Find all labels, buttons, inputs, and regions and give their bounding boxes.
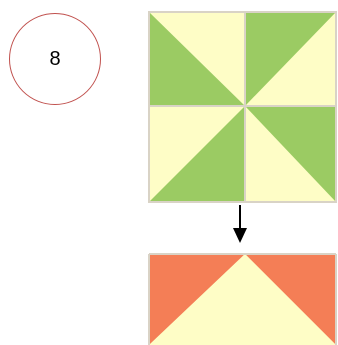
flying-geese-unit (148, 253, 337, 345)
step-number: 8 (49, 48, 61, 70)
step-number-circle: 8 (9, 13, 101, 105)
arrow-head (233, 228, 247, 243)
flying-geese-center-triangle (149, 254, 336, 345)
hst-top-left-green (149, 12, 245, 106)
hst-bottom-right (245, 106, 336, 202)
pinwheel-seams (148, 11, 337, 203)
hst-top-right (245, 12, 336, 106)
hst-top-left (149, 12, 245, 106)
down-arrow-icon (233, 205, 247, 243)
flying-geese-seams (148, 253, 337, 345)
hst-bottom-left (149, 106, 245, 202)
hst-bottom-right-green (245, 106, 336, 202)
pinwheel-block (148, 11, 337, 203)
hst-bottom-left-green (149, 106, 245, 202)
hst-top-right-green (245, 12, 336, 106)
